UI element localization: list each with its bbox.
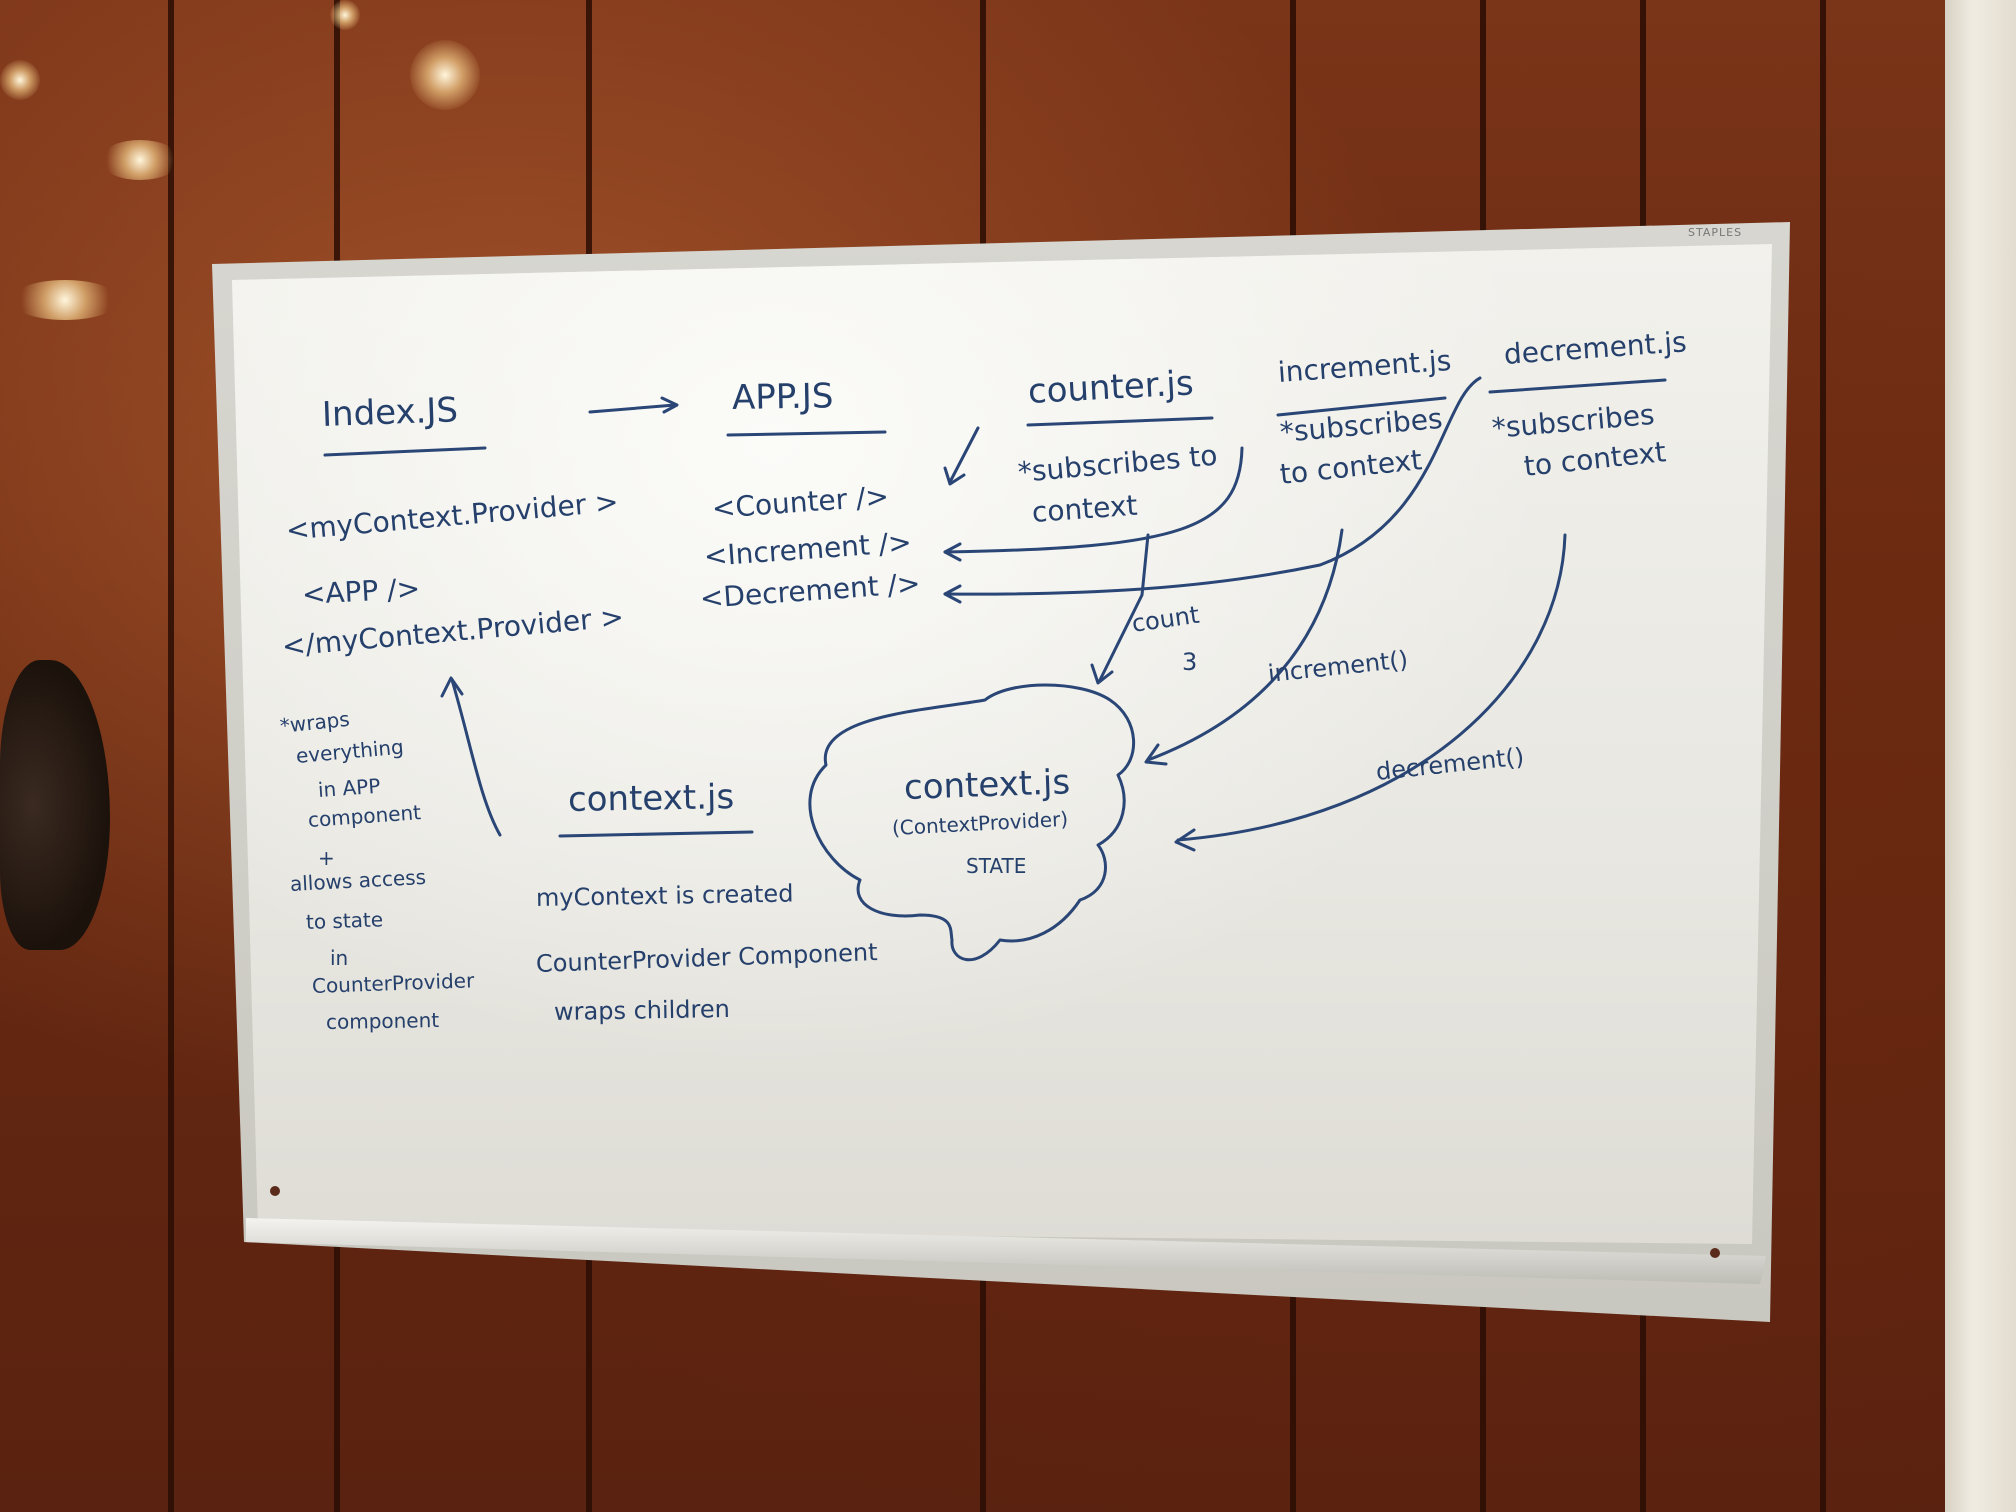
context-cloud-shape (808, 683, 1136, 962)
header-context-js: context.js (567, 777, 735, 820)
header-app-js: APP.JS (731, 376, 834, 418)
cloud-context-js: context.js (903, 762, 1071, 808)
arrow-to-decrement-tag (943, 376, 1482, 596)
light-reflection (410, 40, 480, 110)
arrow-index-to-app (588, 403, 677, 414)
arrow-increment-to-context (1146, 528, 1344, 762)
arrowhead-icon (943, 466, 966, 486)
whiteboard-surface (232, 244, 1772, 1244)
arrow-counter-to-counter-tag (948, 426, 980, 484)
light-reflection (100, 140, 180, 180)
wall-seam (168, 0, 174, 1512)
underline-counter (1026, 416, 1214, 427)
context-note-line1: myContext is created (535, 879, 794, 912)
light-reflection (10, 280, 120, 320)
screw-icon (270, 1186, 280, 1196)
wraps-note-line8: in (330, 946, 349, 970)
arrowhead-icon (440, 676, 464, 698)
underline-increment (1276, 396, 1447, 417)
wraps-note-line5: + (318, 846, 335, 870)
wraps-note-line3: in APP (317, 773, 382, 802)
screw-icon (1710, 1248, 1720, 1258)
arrowhead-icon (1090, 663, 1114, 685)
context-note-line3: wraps children (553, 994, 731, 1026)
brand-label: STAPLES (1688, 226, 1743, 239)
underline-index (323, 446, 487, 457)
arrowhead-icon (943, 542, 962, 562)
dark-object-left (0, 660, 110, 950)
arrowhead-icon (1174, 828, 1196, 852)
door-frame (1945, 0, 2016, 1512)
arrowhead-icon (1144, 743, 1168, 766)
arrow-decrement-to-context (1176, 533, 1567, 842)
index-app-tag: <APP /> (301, 571, 421, 611)
arrow-to-increment-tag (943, 446, 1244, 554)
underline-context (558, 830, 754, 838)
light-reflection (330, 0, 360, 30)
arrowhead-icon (660, 396, 679, 414)
count-value: 3 (1182, 648, 1198, 676)
cloud-state: STATE (966, 854, 1027, 878)
underline-decrement (1488, 378, 1667, 394)
header-index-js: Index.JS (321, 390, 459, 435)
wraps-note-line10: component (325, 1008, 440, 1034)
arrow-counter-to-context (1098, 533, 1150, 682)
arrowhead-icon (943, 584, 962, 604)
arrow-context-to-provider (450, 678, 502, 837)
underline-app (726, 430, 887, 437)
wall-seam (1820, 0, 1826, 1512)
light-reflection (0, 60, 40, 100)
wraps-note-line7: to state (305, 907, 384, 934)
